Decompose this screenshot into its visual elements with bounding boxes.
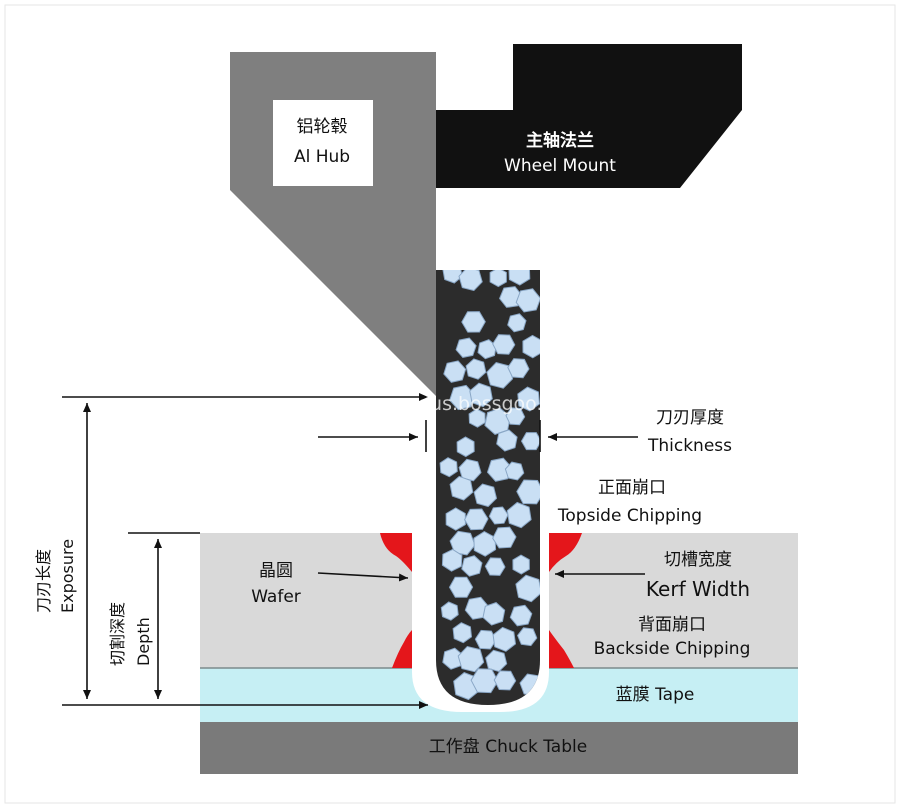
topside-chipping-right: [549, 533, 582, 572]
wafer-label-en: Wafer: [251, 587, 301, 607]
diamond-grit-40: [461, 555, 483, 577]
diamond-grit-39: [441, 548, 463, 572]
al-hub-label-en: Al Hub: [293, 147, 351, 167]
wheel-mount-label-zh: 主轴法兰: [526, 131, 594, 151]
diamond-grit-12: [443, 360, 467, 383]
diamond-grit-54: [457, 645, 485, 673]
wafer-arrow: [317, 572, 409, 582]
wheel-mount-label-en: Wheel Mount: [504, 156, 616, 176]
watermark: sqyuaprodus.bossgoo.com: [330, 393, 584, 415]
depth-label-zh: 切割深度: [108, 601, 127, 666]
diamond-grit-45: [440, 601, 459, 621]
diamond-grit-35: [506, 501, 532, 529]
diamond-grit-6: [461, 311, 486, 333]
diamond-grit-48: [509, 604, 533, 627]
diamond-grit-15: [507, 358, 530, 379]
diamond-grit-23: [496, 429, 518, 452]
diamond-grit-51: [492, 626, 517, 652]
topside-chipping-left: [380, 533, 412, 572]
diamond-grit-13: [465, 358, 487, 380]
diamond-grit-42: [512, 554, 530, 575]
diamond-grit-24: [520, 432, 540, 451]
thickness-label-en: Thickness: [647, 436, 733, 456]
diamond-grit-31: [516, 479, 540, 505]
backside-chipping-left: [392, 630, 412, 668]
diamond-grit-44: [515, 574, 540, 603]
diamond-grit-58: [493, 670, 517, 691]
diamond-grit-36: [449, 530, 476, 556]
diamond-grit-28: [504, 461, 525, 481]
chuck-table-label: 工作盘 Chuck Table: [428, 737, 588, 757]
diamond-grit-11: [522, 334, 540, 359]
diamond-grit-8: [455, 337, 477, 358]
diamond-grit-1: [458, 270, 483, 292]
diamond-grit-26: [458, 458, 482, 482]
diamond-grit-7: [507, 313, 527, 333]
diamond-grit-47: [482, 602, 506, 626]
kerf-width-label-zh: 切槽宽度: [664, 550, 732, 570]
diamond-grit-2: [489, 270, 507, 288]
wafer-label-zh: 晶圆: [259, 561, 293, 581]
diamond-grit-3: [508, 270, 531, 286]
wafer-right: [549, 533, 798, 668]
diamond-grit-38: [492, 526, 517, 549]
exposure-label-en: Exposure: [58, 538, 77, 613]
diamond-grit-25: [439, 457, 458, 478]
wheel-mount: [436, 44, 742, 188]
topside-chipping-label-en: Topside Chipping: [557, 506, 703, 526]
tape-label: 蓝膜 Tape: [615, 685, 695, 705]
diamond-grit-33: [464, 508, 489, 531]
diamond-grit-52: [517, 627, 538, 647]
backside-chipping-label-zh: 背面崩口: [638, 615, 706, 635]
al-hub-label-box: [273, 100, 373, 186]
backside-chipping-label-en: Backside Chipping: [593, 639, 751, 659]
backside-chipping-right: [549, 630, 574, 668]
diamond-grit-10: [492, 334, 516, 355]
diamond-grit-19: [468, 408, 486, 428]
depth-label-en: Depth: [134, 617, 153, 666]
exposure-label-zh: 刀刃长度: [34, 548, 53, 613]
blade: [436, 270, 540, 705]
diamond-grit-29: [449, 475, 474, 501]
diamond-grit-17: [469, 382, 493, 408]
diamond-grit-41: [484, 557, 506, 576]
diamond-grit-43: [448, 576, 474, 598]
diamond-grit-49: [452, 622, 473, 644]
chuck-table: [200, 722, 798, 774]
diamond-grit-55: [485, 649, 508, 673]
diamond-grit-21: [505, 407, 526, 426]
diamond-grit-5: [515, 288, 540, 313]
wafer-left: [200, 533, 412, 668]
diamond-grit-18: [517, 386, 540, 412]
thickness-label-zh: 刀刃厚度: [656, 408, 724, 428]
diamond-grit-32: [445, 507, 466, 531]
outer-frame: [4, 4, 896, 804]
kerf-width-label-en: Kerf Width: [645, 577, 751, 601]
diamond-grit-22: [456, 436, 475, 458]
al-hub-label-zh: 铝轮毂: [296, 117, 348, 137]
topside-chipping-label-zh: 正面崩口: [598, 478, 666, 498]
diamond-grit-30: [473, 483, 498, 508]
